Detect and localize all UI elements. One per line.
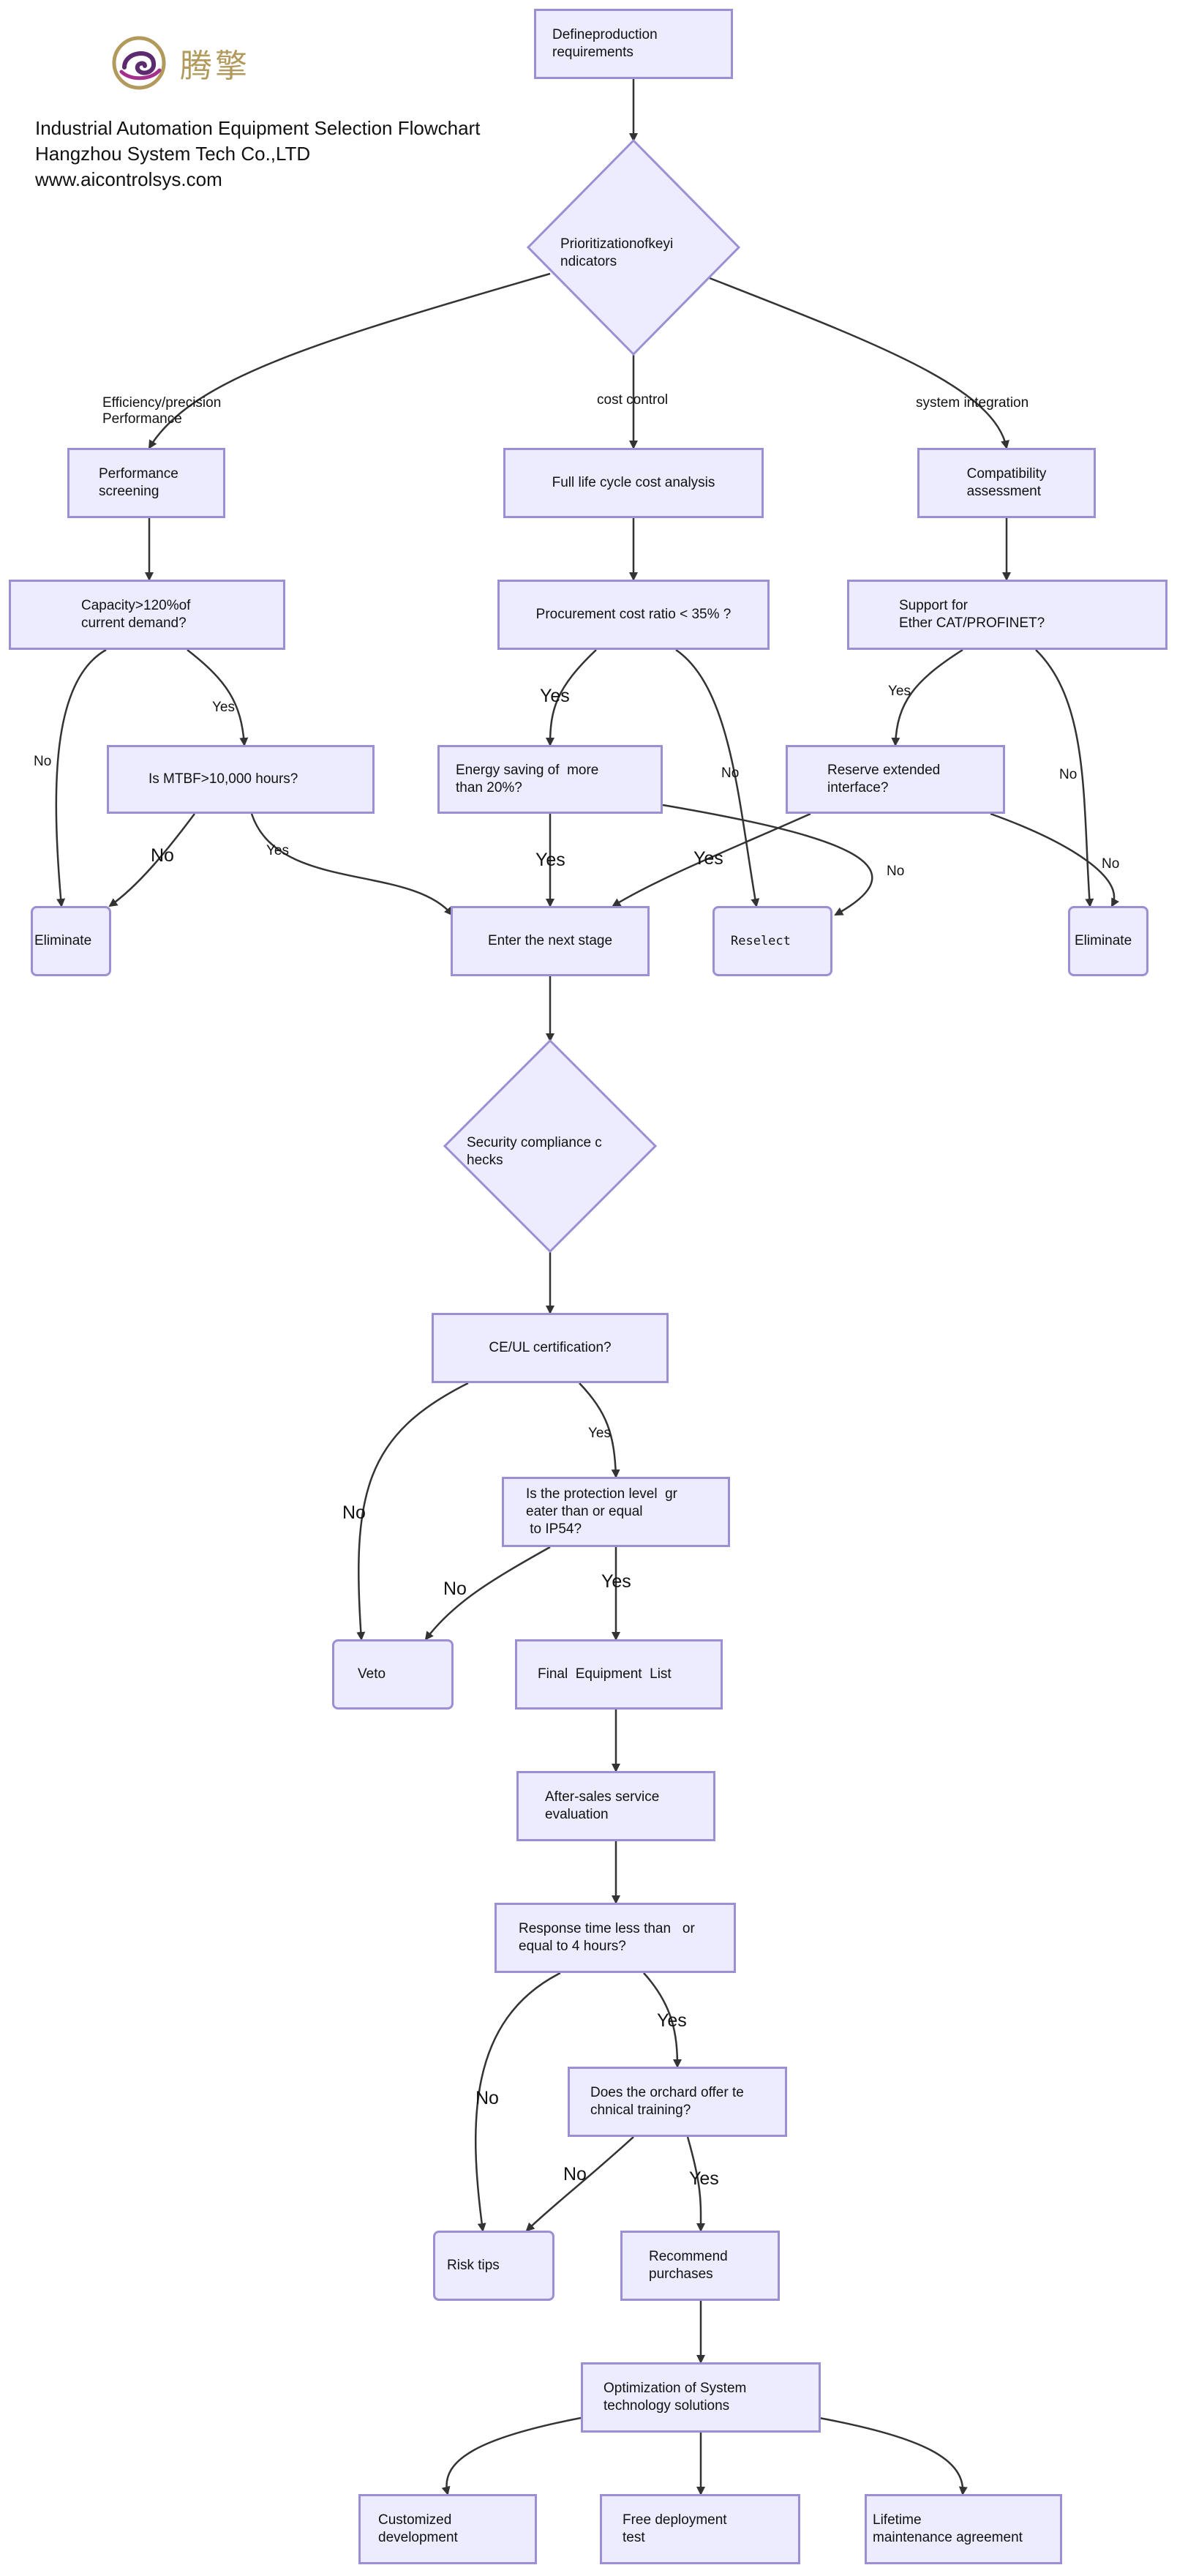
logo-text: 腾擎: [180, 48, 250, 85]
node-next-stage: Enter the next stage: [451, 906, 650, 976]
node-eliminate-left: Eliminate: [31, 906, 111, 976]
edge-label-reserve-yes: Yes: [693, 848, 723, 869]
edge-prioritization-performance: [148, 272, 551, 449]
node-energy-saving: Energy saving of more than 20%?: [437, 745, 663, 814]
edge-energy-reselect: [662, 804, 873, 916]
edge-label-mtbf-yes: Yes: [266, 843, 289, 858]
node-compatibility: Compatibility assessment: [917, 448, 1096, 518]
node-optimization: Optimization of System technology soluti…: [581, 2362, 821, 2433]
node-free-deployment: Free deployment test: [600, 2494, 800, 2564]
edge-ethercat-reserve: [891, 648, 963, 746]
diamond-prioritization: [526, 138, 741, 356]
node-mtbf: Is MTBF>10,000 hours?: [107, 745, 375, 814]
node-define: Defineproduction requirements: [534, 9, 733, 79]
node-risk-tips: Risk tips: [433, 2231, 554, 2301]
company-logo: 腾擎: [108, 34, 284, 92]
edge-label-ip-no: No: [443, 1579, 467, 1599]
node-ethercat: Support for Ether CAT/PROFINET?: [847, 580, 1167, 650]
node-lifetime: Lifetime maintenance agreement: [865, 2494, 1062, 2564]
edge-prioritization-compatibility: [709, 277, 1009, 449]
edge-procurement-energy: [546, 649, 597, 746]
node-response-time: Response time less than or equal to 4 ho…: [495, 1903, 736, 1973]
edge-label-ce-yes: Yes: [588, 1426, 611, 1441]
edge-label-cost-control: cost control: [597, 392, 669, 408]
edge-training-recommend: [686, 2136, 706, 2232]
edge-label-procurement-no: No: [721, 765, 740, 781]
node-eliminate-right: Eliminate: [1068, 906, 1148, 976]
edge-label-response-no: No: [475, 2088, 499, 2108]
edge-response-training: [643, 1972, 682, 2068]
edge-label-response-yes: Yes: [657, 2010, 687, 2031]
edge-procurement-reselect: [675, 648, 760, 907]
node-prioritization: Prioritizationofkeyi ndicators: [560, 236, 674, 269]
edge-ethercat-eliminate: [1035, 649, 1094, 907]
edge-label-capacity-yes: Yes: [212, 700, 235, 715]
node-capacity: Capacity>120%of current demand?: [9, 580, 285, 650]
logo-swirl-icon: [112, 36, 166, 90]
node-reserve-interface: Reserve extended interface?: [786, 745, 1005, 814]
page-title: Industrial Automation Equipment Selectio…: [35, 117, 481, 139]
page-header: Industrial Automation Equipment Selectio…: [35, 116, 480, 192]
node-veto: Veto: [332, 1639, 454, 1710]
node-recommend: Recommend purchases: [620, 2231, 780, 2301]
edge-label-energy-no: No: [887, 864, 905, 879]
node-security: Security compliance c hecks: [467, 1135, 602, 1168]
edge-label-ce-no: No: [342, 1502, 366, 1523]
company-website[interactable]: www.aicontrolsys.com: [35, 168, 222, 190]
edge-label-efficiency: Efficiency/precision Performance: [102, 395, 222, 427]
edge-ip54-veto: [424, 1546, 551, 1641]
edge-response-risk: [474, 1972, 561, 2232]
edge-label-procurement-yes: Yes: [540, 686, 570, 706]
edge-training-risk: [525, 2136, 634, 2232]
node-lifecycle-cost: Full life cycle cost analysis: [503, 448, 764, 518]
edge-label-energy-yes: Yes: [535, 850, 565, 870]
edge-label-training-yes: Yes: [689, 2168, 719, 2189]
edge-mtbf-nextstage: [250, 813, 454, 916]
edge-capacity-eliminate: [55, 648, 107, 907]
node-training: Does the orchard offer te chnical traini…: [568, 2067, 787, 2137]
edge-ce-veto: [356, 1382, 469, 1641]
node-ip54: Is the protection level gr eater than or…: [502, 1477, 730, 1547]
edge-label-system-integration: system integration: [916, 395, 1029, 411]
edge-capacity-mtbf: [187, 649, 249, 746]
edge-mtbf-eliminate: [108, 813, 195, 907]
company-name: Hangzhou System Tech Co.,LTD: [35, 143, 311, 165]
node-procurement-ratio: Procurement cost ratio < 35% ?: [497, 580, 770, 650]
edge-reserve-eliminate: [990, 812, 1119, 907]
node-customized: Customized development: [358, 2494, 537, 2564]
edge-label-training-no: No: [563, 2164, 587, 2184]
node-ce-ul: CE/UL certification?: [432, 1313, 669, 1383]
node-reselect: Reselect: [712, 906, 832, 976]
edge-optimization-customized: [441, 2416, 582, 2496]
edge-label-ethercat-yes: Yes: [888, 684, 911, 699]
node-final-list: Final Equipment List: [515, 1639, 723, 1710]
edge-label-ip-yes: Yes: [601, 1571, 631, 1592]
node-performance-screening: Performance screening: [67, 448, 225, 518]
edge-ce-ip54: [579, 1382, 620, 1478]
edge-label-mtbf-no: No: [151, 845, 174, 866]
edge-optimization-lifetime: [819, 2416, 968, 2496]
node-after-sales: After-sales service evaluation: [516, 1771, 715, 1841]
edge-reserve-nextstage: [612, 812, 811, 907]
diamond-security: [443, 1038, 658, 1254]
edge-label-capacity-no: No: [34, 754, 52, 769]
edge-label-ethercat-no: No: [1059, 767, 1078, 782]
edge-label-reserve-no: No: [1102, 856, 1120, 872]
